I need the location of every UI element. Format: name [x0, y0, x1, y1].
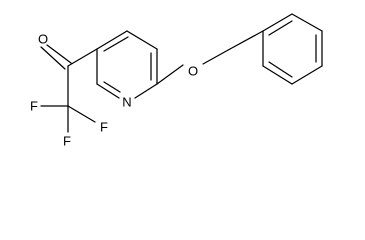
pyridine-bond-c4-c5: [126, 30, 158, 50]
ether-oxygen-to-ch2-bond: [202, 48, 231, 65]
pyridine-bond-c3-c4: [96, 30, 128, 50]
benzene-bond-4: [291, 65, 323, 85]
carbonyl-double-bond-2: [46, 44, 72, 64]
pyridine-inner-bond-n-c2: [103, 81, 121, 93]
atom-label-nitrogen: N: [122, 95, 131, 110]
carbonyl-to-ring-bond: [67, 48, 98, 67]
molecule-diagram: O F F F N O: [30, 13, 323, 149]
benzene-bond-2: [291, 13, 323, 32]
benzene-bond-1: [262, 13, 293, 32]
atom-label-fluorine-2: F: [100, 120, 108, 135]
cf3-f2-bond: [67, 105, 96, 123]
atom-label-carbonyl-oxygen: O: [38, 32, 48, 47]
carbonyl-double-bond-1: [40, 46, 66, 70]
benzene-inner-bond-3: [268, 61, 293, 78]
pyridine-bond-n-c2: [96, 83, 120, 99]
ring-to-ether-oxygen-bond: [156, 64, 184, 85]
atom-label-fluorine-1: F: [30, 99, 38, 114]
pyridine-bond-c6-n: [134, 83, 158, 99]
benzene-inner-bond-1: [268, 20, 293, 36]
atom-label-fluorine-3: F: [63, 134, 71, 149]
benzene-bond-5: [262, 65, 293, 85]
atom-label-ether-oxygen: O: [188, 64, 198, 79]
pyridine-inner-bond-c3-c4: [103, 36, 129, 52]
ch2-to-benzene-bond: [229, 30, 264, 50]
